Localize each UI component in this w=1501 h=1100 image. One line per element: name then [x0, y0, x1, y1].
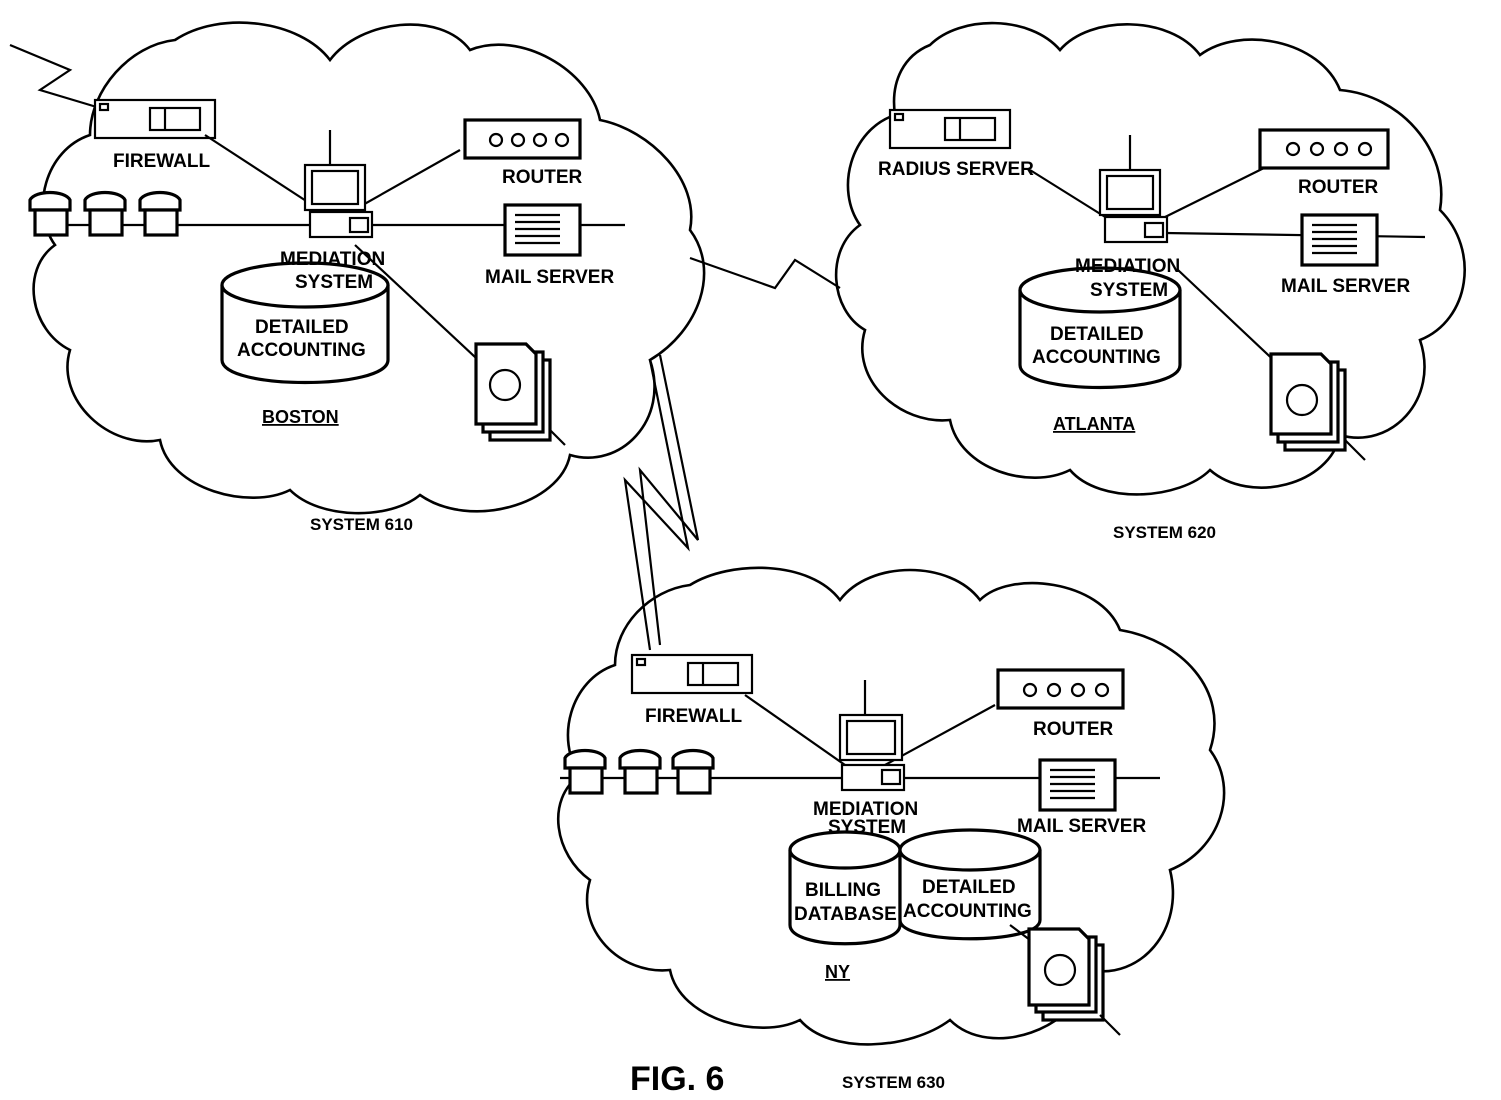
router-label: ROUTER: [1298, 177, 1379, 198]
mail-server-icon: [1300, 213, 1379, 267]
detailed-accounting-database-icon: [220, 261, 390, 385]
document-icon: [1269, 352, 1366, 461]
router-label: ROUTER: [1033, 719, 1114, 740]
mediation-system-label-line1: MEDIATION: [1075, 256, 1180, 277]
phone-icon: [28, 190, 72, 237]
router-icon: [463, 118, 582, 160]
city-label: BOSTON: [262, 407, 339, 427]
billing-database-label-line2: DATABASE: [794, 904, 897, 925]
database-label-line2: ACCOUNTING: [1032, 347, 1161, 368]
phone-icon: [83, 190, 127, 237]
system-label: SYSTEM 630: [842, 1073, 945, 1092]
router-icon: [1258, 128, 1390, 170]
radius-server-label: RADIUS SERVER: [878, 159, 1034, 180]
billing-database-label-line1: BILLING: [805, 880, 881, 901]
mail-server-icon: [1038, 758, 1117, 812]
wan-link-boston-atlanta: [689, 256, 841, 290]
database-label-line1: DETAILED: [922, 877, 1016, 898]
detailed-accounting-database-icon: [898, 828, 1042, 941]
wan-link-boston-ny-2: [638, 354, 700, 646]
database-label-line1: DETAILED: [255, 317, 349, 338]
system-label: SYSTEM 620: [1113, 523, 1216, 542]
mediation-computer-icon: [1098, 168, 1169, 244]
wan-link-boston-ny: [623, 359, 690, 651]
mediation-computer-icon: [838, 713, 906, 792]
database-label-line2: ACCOUNTING: [903, 901, 1032, 922]
system-label: SYSTEM 610: [310, 515, 413, 534]
phone-icon: [138, 190, 182, 237]
firewall-label: FIREWALL: [645, 706, 742, 727]
router-icon: [996, 668, 1125, 710]
mediation-system-label-line2: SYSTEM: [828, 817, 906, 838]
city-label: NY: [825, 962, 850, 982]
router-label: ROUTER: [502, 167, 583, 188]
database-label-line2: ACCOUNTING: [237, 340, 366, 361]
mediation-system-label-line2: SYSTEM: [1090, 280, 1168, 301]
mediation-system-label-line2: SYSTEM: [295, 272, 373, 293]
document-icon: [1009, 924, 1121, 1036]
phone-icon: [563, 748, 607, 795]
phone-icon: [618, 748, 662, 795]
phone-icon: [671, 748, 715, 795]
mail-server-label: MAIL SERVER: [485, 267, 614, 288]
mediation-system-label-line1: MEDIATION: [813, 799, 918, 820]
billing-database-icon: [788, 830, 902, 946]
firewall-label: FIREWALL: [113, 151, 210, 172]
mail-server-label: MAIL SERVER: [1017, 816, 1146, 837]
mediation-system-label-line1: MEDIATION: [280, 249, 385, 270]
mail-server-icon: [503, 203, 582, 257]
mail-server-label: MAIL SERVER: [1281, 276, 1410, 297]
city-label: ATLANTA: [1053, 414, 1135, 434]
radius-server-icon: [888, 108, 1012, 150]
document-icon: [474, 342, 566, 446]
mediation-computer-icon: [303, 163, 374, 239]
detailed-accounting-database-icon: [1018, 266, 1182, 390]
firewall-icon: [630, 653, 754, 695]
database-label-line1: DETAILED: [1050, 324, 1144, 345]
wan-link-external: [9, 43, 101, 110]
firewall-icon: [93, 98, 217, 140]
figure-title: FIG. 6: [630, 1060, 724, 1098]
